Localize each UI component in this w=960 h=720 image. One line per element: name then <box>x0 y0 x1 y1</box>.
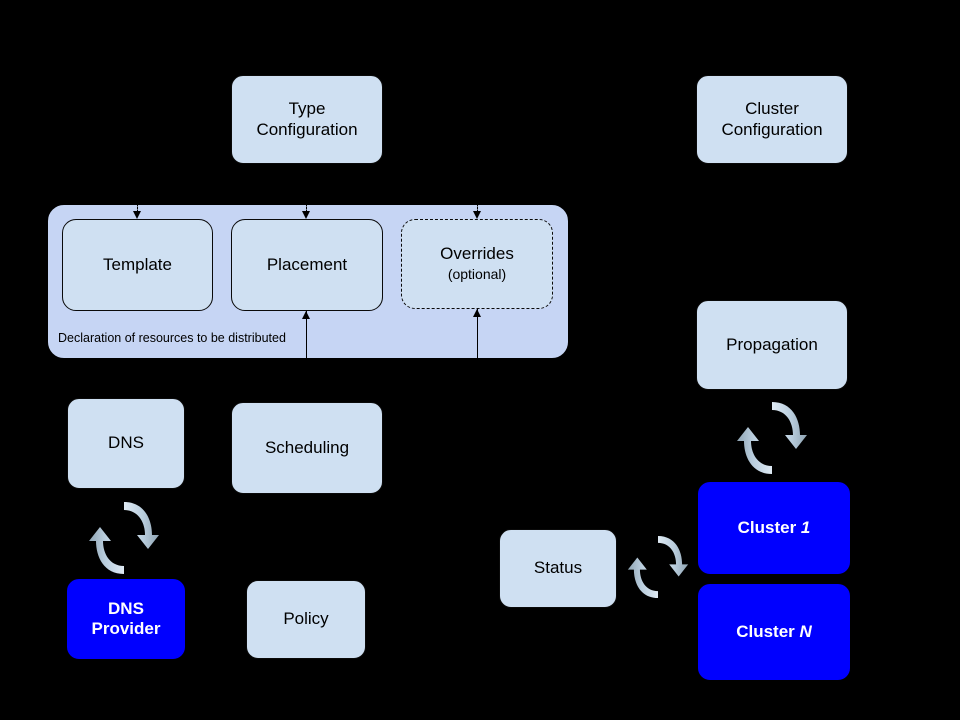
node-dns[interactable]: DNS <box>67 398 185 489</box>
node-overrides-title: Overrides <box>440 243 514 263</box>
node-cluster-configuration-line2: Configuration <box>721 119 823 139</box>
sync-cycle-icon-status <box>627 526 689 608</box>
node-dns-provider[interactable]: DNS Provider <box>67 579 185 659</box>
node-cluster-n-suffix: N <box>799 621 812 641</box>
node-placement[interactable]: Placement <box>231 219 383 311</box>
node-type-configuration-label: Type Configuration <box>256 99 357 139</box>
connector-type-config-to-overrides-arrow <box>473 211 481 219</box>
node-dns-label: DNS <box>108 433 144 453</box>
node-cluster-1-suffix: 1 <box>800 517 811 537</box>
node-propagation[interactable]: Propagation <box>696 300 848 390</box>
node-type-configuration-line1: Type <box>288 99 326 119</box>
node-cluster-n-prefix: Cluster <box>736 621 800 641</box>
node-cluster-n-label: Cluster N <box>736 622 812 642</box>
node-cluster-configuration[interactable]: Cluster Configuration <box>696 75 848 164</box>
node-scheduling-label: Scheduling <box>264 437 350 457</box>
node-overrides[interactable]: Overrides (optional) <box>401 219 553 309</box>
connector-type-config-to-template-arrow <box>133 211 141 219</box>
connector-type-config-to-placement-line <box>306 203 307 213</box>
node-cluster-configuration-line1: Cluster <box>745 99 799 119</box>
node-dns-provider-line1: DNS <box>108 598 144 618</box>
node-status-label: Status <box>533 558 583 578</box>
node-cluster-1-prefix: Cluster <box>737 517 801 537</box>
node-scheduling[interactable]: Scheduling <box>231 402 383 494</box>
sync-cycle-icon <box>627 536 689 598</box>
node-cluster-configuration-label: Cluster Configuration <box>721 99 822 139</box>
node-policy[interactable]: Policy <box>246 580 366 659</box>
node-cluster-1-label: Cluster 1 <box>738 518 811 538</box>
connector-type-config-to-template-line <box>137 203 138 213</box>
connector-scheduling-to-placement-arrow <box>302 311 310 319</box>
panel-divider-right <box>477 308 478 358</box>
group-caption: Declaration of resources to be distribut… <box>58 331 286 345</box>
connector-type-config-to-overrides-line <box>477 203 478 213</box>
node-type-configuration-line2: Configuration <box>256 119 358 139</box>
node-cluster-n[interactable]: Cluster N <box>698 584 850 680</box>
sync-cycle-icon-propagation <box>736 397 808 479</box>
sync-cycle-icon <box>89 502 159 574</box>
node-overrides-sublabel: (optional) <box>447 266 507 282</box>
node-dns-provider-label: DNS Provider <box>92 599 161 639</box>
node-cluster-1[interactable]: Cluster 1 <box>698 482 850 574</box>
connector-policy-to-overrides-arrow <box>473 309 481 317</box>
node-overrides-label: Overrides (optional) <box>440 244 514 284</box>
sync-cycle-icon <box>737 402 807 474</box>
sync-cycle-icon-dns <box>88 497 160 579</box>
node-status[interactable]: Status <box>499 529 617 608</box>
node-template[interactable]: Template <box>62 219 213 311</box>
panel-divider-left <box>306 310 307 358</box>
node-template-label: Template <box>103 254 172 274</box>
connector-type-config-to-placement-arrow <box>302 211 310 219</box>
node-type-configuration[interactable]: Type Configuration <box>231 75 383 164</box>
node-policy-label: Policy <box>283 609 329 629</box>
node-placement-label: Placement <box>266 254 348 274</box>
node-propagation-label: Propagation <box>726 334 818 354</box>
node-dns-provider-line2: Provider <box>91 619 161 638</box>
